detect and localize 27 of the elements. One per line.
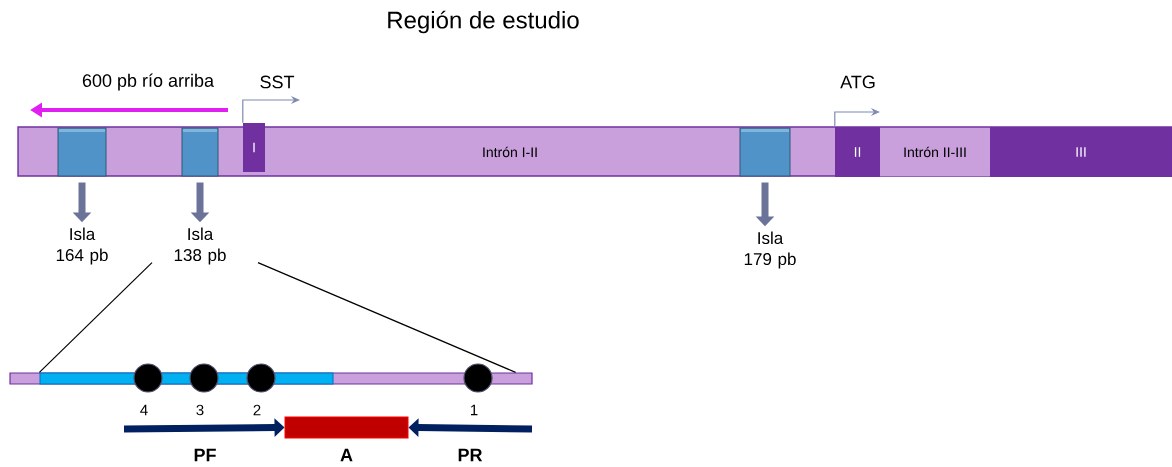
- island-label: Isla 138 pb: [174, 227, 226, 265]
- leader-line: [257, 262, 517, 373]
- edge-label: SST: [260, 75, 295, 89]
- edge-label: PR: [458, 448, 483, 462]
- node-label: 1: [470, 404, 478, 416]
- island-box: [181, 127, 219, 177]
- intron-segment: Intrón II-III: [880, 128, 990, 176]
- bent-arrow: [242, 95, 300, 124]
- edge-label: ATG: [840, 75, 875, 89]
- node-label: Intrón II-III: [904, 146, 966, 158]
- amplicon-box: A: [284, 416, 409, 462]
- node-label: 2: [253, 404, 261, 416]
- title: Región de estudio: [388, 10, 579, 34]
- node-label: A: [340, 448, 353, 462]
- label: 600 pb río arriba: [82, 73, 214, 91]
- island-label: Isla 164 pb: [56, 227, 108, 265]
- edge-label: PF: [194, 448, 216, 462]
- island-box: [57, 127, 107, 177]
- exon-box: III: [990, 127, 1172, 177]
- node-label: 3: [196, 404, 204, 416]
- node-label: 4: [140, 404, 148, 416]
- exon-box: I: [243, 123, 265, 172]
- island-label: Isla 179 pb: [744, 231, 796, 269]
- leader-line: [38, 262, 153, 373]
- exon-box: II: [835, 127, 880, 177]
- bent-arrow: [834, 107, 880, 128]
- island-box: [739, 127, 791, 177]
